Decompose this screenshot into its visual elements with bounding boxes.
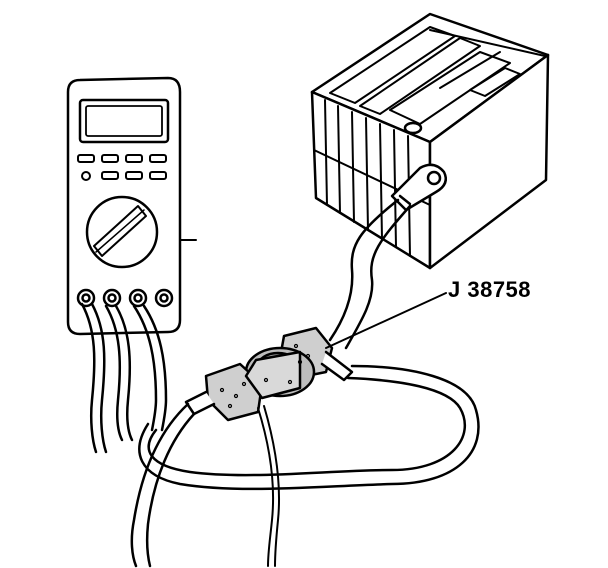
battery-terminal-rear [403,121,423,135]
battery [310,12,550,270]
battery-side [428,53,550,270]
test-switch-tool [204,326,354,422]
digital-multimeter [66,76,182,336]
tool-callout-label: J 38758 [448,277,532,302]
sense-lead [257,405,281,567]
meter-buttons [77,154,167,181]
battery-vent-caps [329,26,546,125]
tool-left-cable [130,390,216,568]
meter-input-jacks [76,288,174,308]
meter-test-leads [80,239,197,454]
callout-leader-line [325,292,447,349]
battery-cable [328,198,412,350]
tool-loop-cable [138,364,480,491]
battery-cable-clamp [390,163,447,212]
tool-texture [219,343,311,409]
